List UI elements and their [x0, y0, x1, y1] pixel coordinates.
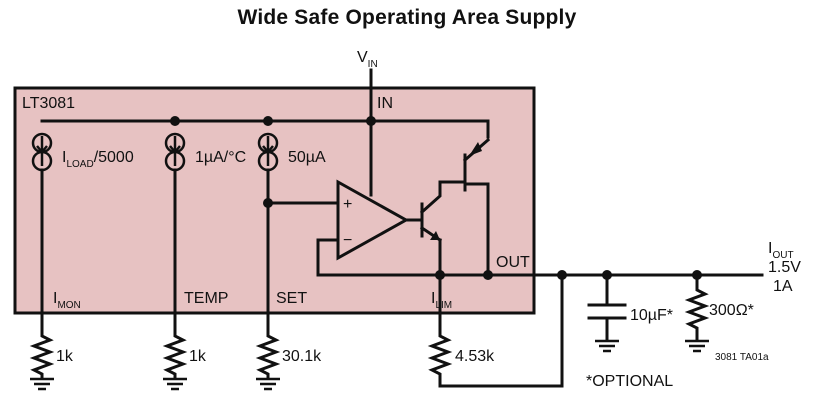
output-voltage: 1.5V [768, 259, 801, 276]
cap-value: 10µF* [630, 307, 673, 324]
junction-rail-temp [170, 116, 180, 126]
r-load [684, 273, 710, 342]
feedback-wire [316, 238, 442, 277]
iout-label: IOUT [768, 240, 794, 261]
ground-symbol-temp [163, 377, 187, 391]
pin-out-label: OUT [496, 254, 530, 271]
pin-in-label: IN [377, 95, 393, 112]
current-source-temp [164, 132, 186, 172]
current-source-iload [31, 132, 53, 172]
ilim-loop-wire [438, 273, 564, 388]
svg-text:VIN: VIN [357, 49, 378, 70]
pnp-pass-transistor [462, 137, 491, 277]
output-current: 1A [773, 278, 793, 295]
ground-symbol-imon [30, 377, 54, 391]
op-amp [336, 179, 410, 261]
pin-imon-label: IMON [53, 290, 81, 311]
iload-label: ILOAD/5000 [62, 149, 134, 170]
junction-out [483, 270, 493, 280]
r-imon-value: 1k [56, 348, 74, 365]
r-ilim [427, 328, 453, 388]
r-load-value: 300Ω* [709, 302, 754, 319]
op-amp-minus: − [343, 232, 352, 249]
pin-ilim-label: ILIM [431, 290, 452, 311]
ic-name: LT3081 [22, 95, 75, 112]
junction-vin [366, 116, 376, 126]
vin-label: VIN [357, 49, 378, 70]
diagram-title: Wide Safe Operating Area Supply [237, 6, 577, 29]
op-amp-plus: + [343, 196, 352, 213]
pin-set-label: SET [276, 290, 307, 307]
ground-symbol-set [256, 377, 280, 391]
ground-symbol-cap [595, 339, 619, 353]
junction-rail-set [263, 116, 273, 126]
r-ilim-value: 4.53k [455, 348, 495, 365]
figure-code: 3081 TA01a [715, 352, 769, 363]
r-temp [162, 328, 188, 380]
temp-source-label: 1µA/°C [195, 149, 246, 166]
r-temp-value: 1k [189, 348, 207, 365]
r-set-value: 30.1k [282, 348, 322, 365]
ground-symbol-load [685, 339, 709, 353]
r-imon [29, 328, 55, 380]
junction-set [263, 198, 273, 208]
set-source-label: 50µA [288, 149, 326, 166]
optional-note: *OPTIONAL [586, 373, 673, 390]
r-set [255, 328, 281, 380]
npn-driver-transistor [419, 180, 465, 277]
pin-temp-label: TEMP [184, 290, 228, 307]
